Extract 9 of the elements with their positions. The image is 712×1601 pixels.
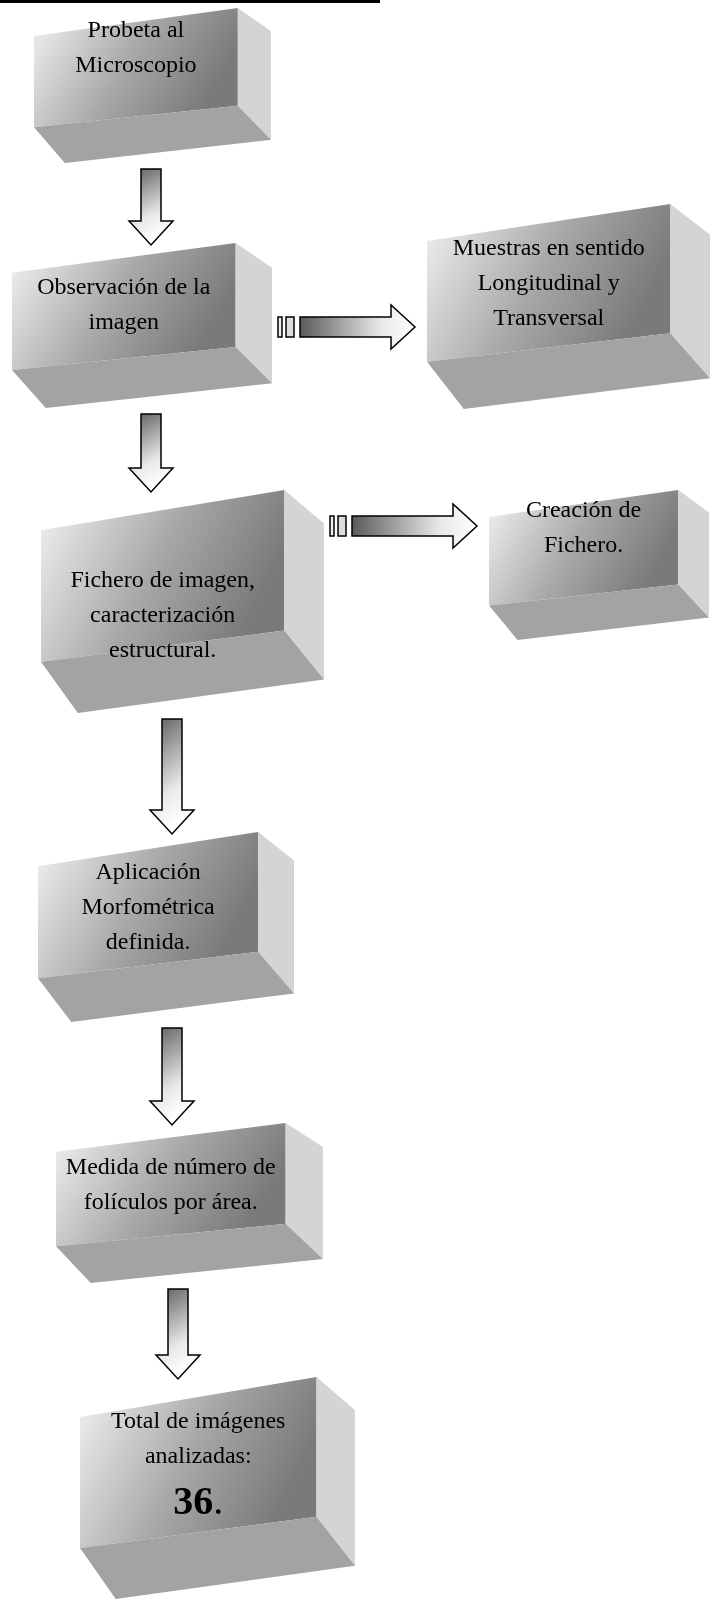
node-label: Total de imágenes analizadas: xyxy=(110,1406,287,1470)
node-value: 36. xyxy=(172,1477,225,1525)
node-label: Fichero de imagen, caracterización estructural. xyxy=(69,565,256,664)
node-label: Medida de número de folículos por área. xyxy=(64,1152,277,1216)
node-label: Observación de la imagen xyxy=(36,272,212,336)
node-label: Probeta al Microscopio xyxy=(74,15,198,79)
node-label: Aplicación Morfométrica definida. xyxy=(80,857,216,956)
node-label: Creación de Fichero. xyxy=(524,495,643,559)
node-label: Muestras en sentido Longitudinal y Transversal xyxy=(451,233,646,332)
